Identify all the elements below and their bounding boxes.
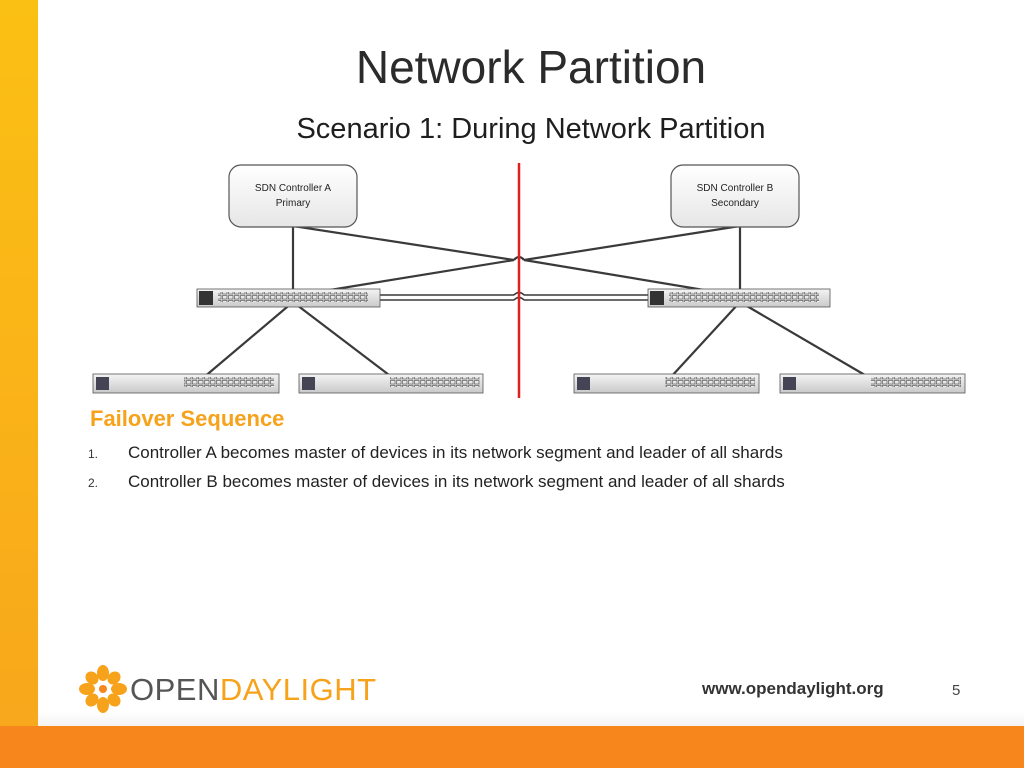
- failover-heading: Failover Sequence: [90, 406, 285, 431]
- website-url: www.opendaylight.org: [702, 679, 884, 698]
- opendaylight-logo-text: OPENDAYLIGHT: [130, 672, 377, 708]
- access-switch-1: [92, 373, 280, 394]
- network-diagram: SDN Controller A Primary SDN Controller …: [92, 163, 966, 398]
- access-switch-3: [573, 373, 760, 394]
- core-switch-left: [196, 288, 381, 308]
- controller-a-name: SDN Controller A: [255, 183, 331, 194]
- controller-b-name: SDN Controller B: [697, 183, 774, 194]
- access-switch-4: [779, 373, 966, 394]
- inter-switch-link: [380, 291, 648, 301]
- controller-b-box: SDN Controller B Secondary: [670, 164, 800, 228]
- step-number: 2.: [88, 476, 99, 490]
- list-item: 1. Controller A becomes master of devices…: [88, 440, 785, 469]
- sun-flower-icon: [79, 665, 127, 713]
- slide-title: Network Partition: [355, 41, 707, 93]
- logo-part-daylight: DAYLIGHT: [219, 672, 377, 707]
- step-number: 1.: [88, 447, 99, 461]
- access-switch-2: [298, 373, 484, 394]
- footer-bar: [0, 726, 1024, 768]
- core-switch-right: [647, 288, 831, 308]
- left-accent-bar: [0, 0, 38, 768]
- step-text: Controller B becomes master of devices i…: [128, 472, 785, 491]
- list-item: 2. Controller B becomes master of devices…: [88, 469, 785, 498]
- page-number: 5: [952, 682, 961, 699]
- controller-a-box: SDN Controller A Primary: [228, 164, 358, 228]
- logo-part-open: OPEN: [130, 672, 220, 707]
- failover-steps: 1. Controller A becomes master of devices…: [88, 440, 785, 498]
- controller-b-role: Secondary: [711, 198, 759, 209]
- slide-subtitle: Scenario 1: During Network Partition: [296, 113, 766, 145]
- step-text: Controller A becomes master of devices i…: [128, 443, 783, 462]
- footer-fade: [38, 712, 1024, 726]
- controller-a-role: Primary: [276, 198, 310, 209]
